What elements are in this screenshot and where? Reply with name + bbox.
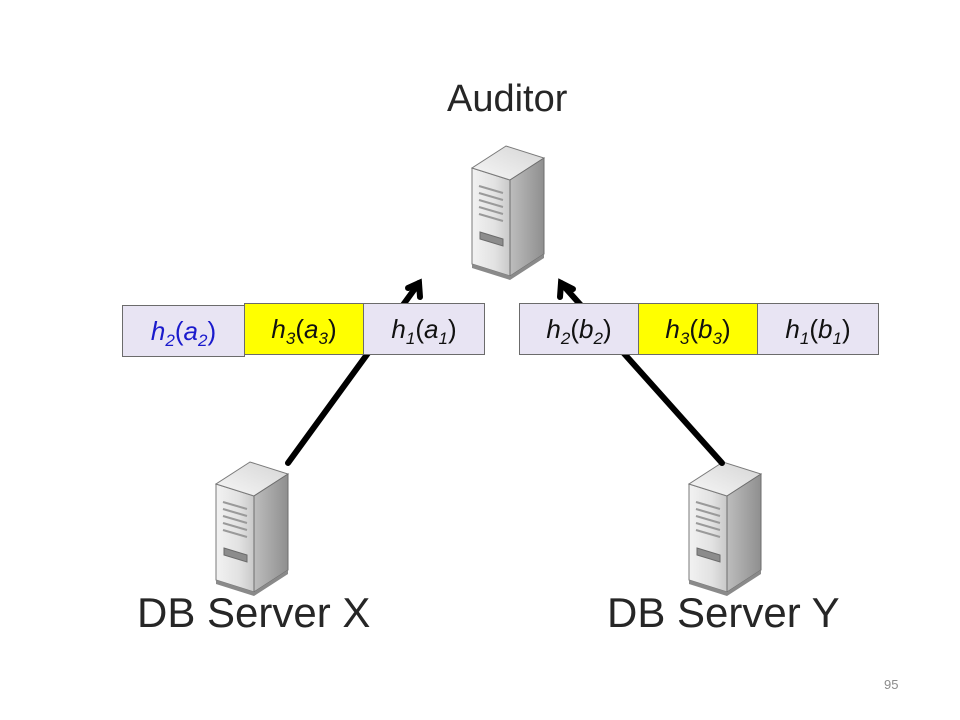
- hash-cell-h2-a2: h2(a2): [122, 305, 245, 357]
- db-server-y-icon: [688, 461, 762, 597]
- db-server-x-label: DB Server X: [137, 589, 371, 636]
- db-server-x-icon: [215, 461, 289, 597]
- auditor-server-icon: [471, 145, 545, 281]
- hash-cell-h1-a1: h1(a1): [363, 303, 485, 355]
- page-number: 95: [884, 677, 899, 692]
- auditor-title: Auditor: [447, 78, 568, 120]
- hash-cell-h2-b2: h2(b2): [519, 303, 639, 355]
- hash-cell-h1-b1: h1(b1): [757, 303, 879, 355]
- db-server-y-label: DB Server Y: [607, 589, 840, 636]
- hash-cell-h3-b3: h3(b3): [638, 303, 758, 355]
- hash-cell-h3-a3: h3(a3): [244, 303, 364, 355]
